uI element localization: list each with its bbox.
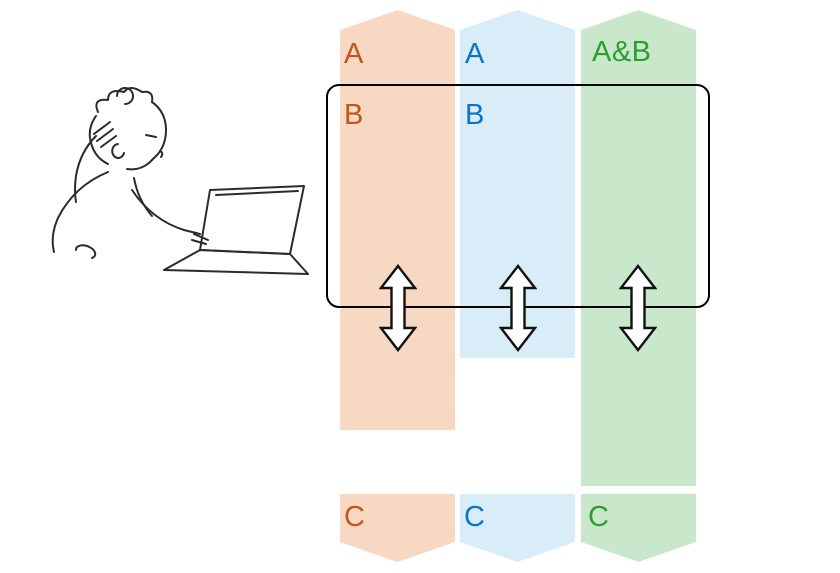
laptop-screen-icon (199, 185, 305, 255)
laptop-screen-edge-icon (215, 190, 299, 196)
finger-icon (96, 128, 114, 142)
label-ab-green: A&B (592, 36, 652, 68)
chest-icon (133, 177, 153, 217)
label-c-orange: C (344, 501, 366, 533)
hair-icon (95, 87, 154, 113)
face-outline-icon (126, 101, 167, 171)
up-down-arrow-icon (619, 264, 657, 352)
up-down-arrow-icon (379, 264, 417, 352)
laptop-base-icon (163, 249, 309, 275)
label-b-blue: B (465, 99, 485, 131)
hand-icon (75, 244, 97, 259)
back-icon (51, 171, 109, 253)
label-a-orange: A (344, 38, 364, 70)
finger-icon (100, 135, 117, 148)
finger-icon (93, 121, 111, 135)
arm-to-laptop-icon (131, 189, 201, 235)
eye-icon (145, 134, 157, 138)
column-a-orange (340, 10, 455, 430)
label-b-orange: B (344, 99, 364, 131)
label-a-blue: A (465, 38, 485, 70)
label-c-green: C (588, 501, 610, 533)
person-at-laptop-illustration (51, 87, 309, 275)
finger-icon (191, 239, 207, 245)
column-ab-green (581, 10, 696, 486)
head-outline-icon (88, 115, 109, 165)
label-c-blue: C (464, 501, 486, 533)
finger-icon (193, 233, 209, 241)
up-down-arrow-icon (499, 264, 537, 352)
ear-icon (111, 143, 125, 159)
nose-icon (159, 150, 164, 158)
